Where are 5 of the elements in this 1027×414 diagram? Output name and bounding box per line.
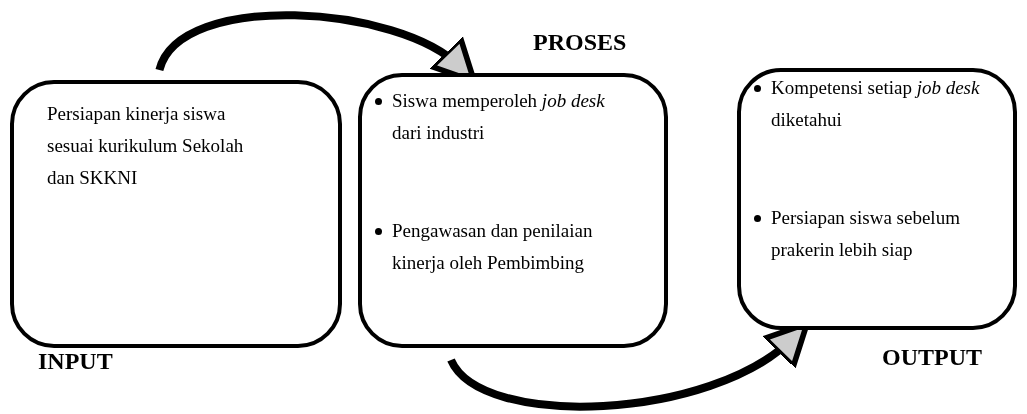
bullet-item: Pengawasan dan penilaian kinerja oleh Pembimbing <box>372 215 622 279</box>
bullet-item: Siswa memperoleh job desk dari industri <box>372 85 622 149</box>
bullet-item: Persiapan siswa sebelum prakerin lebih siap <box>751 202 981 266</box>
bullet-item: Kompetensi setiap job desk diketahui <box>751 72 981 136</box>
body-text: Persiapan kinerja siswa sesuai kurikulum Sekolah dan SKKNI <box>47 102 245 190</box>
